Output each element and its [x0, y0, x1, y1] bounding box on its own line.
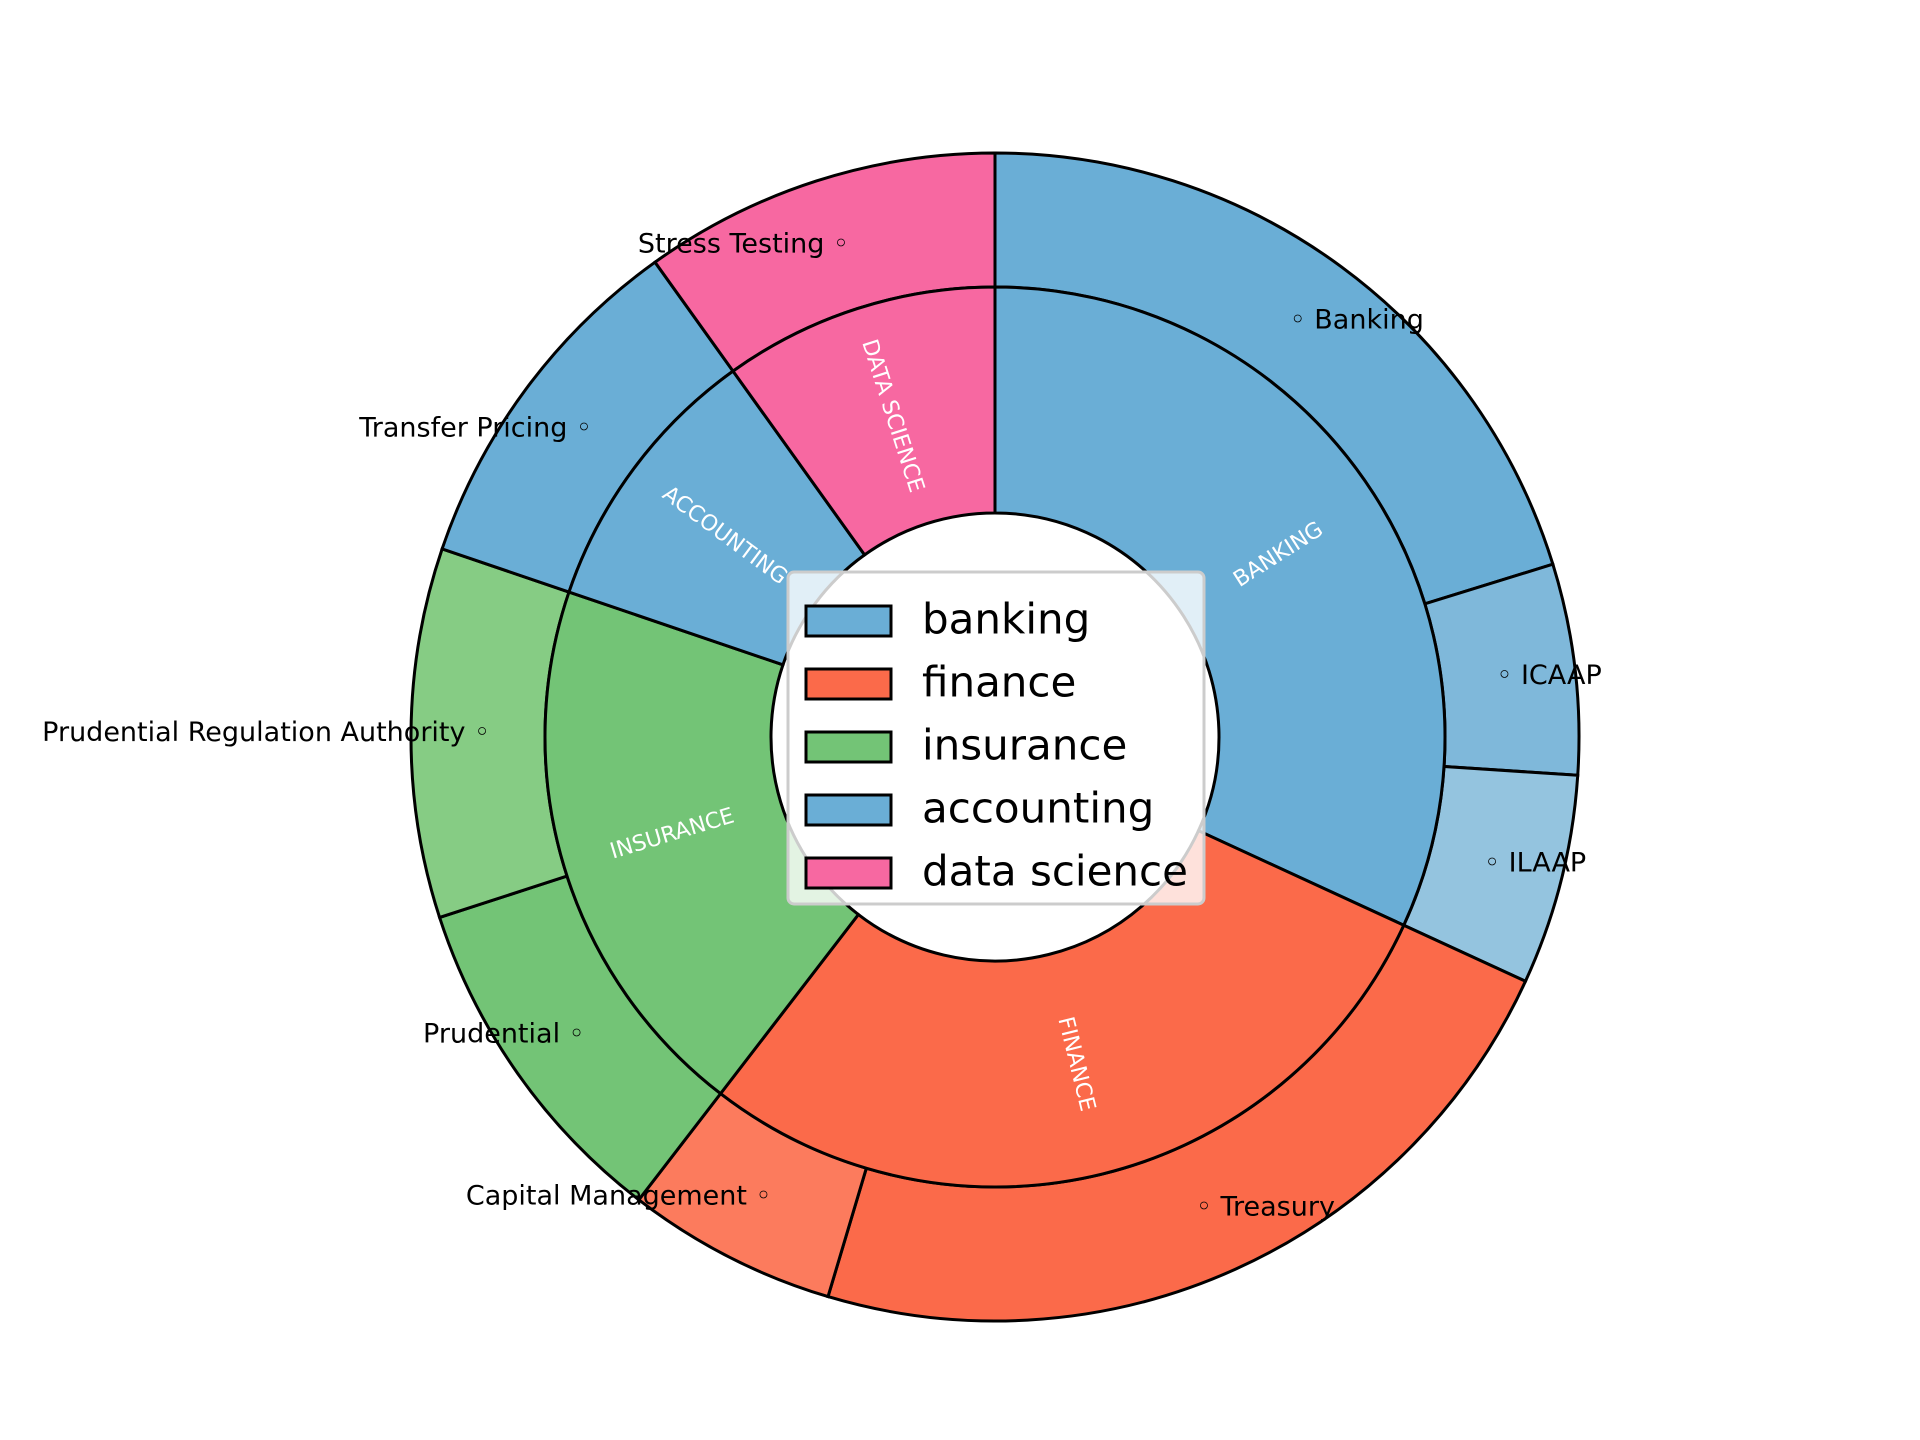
outer-label-banking: ◦ Banking	[1290, 304, 1424, 335]
outer-label-treasury: ◦ Treasury	[1196, 1192, 1335, 1223]
inner-wedge-finance	[718, 828, 1406, 1189]
outer-ring	[409, 151, 1581, 1323]
inner-ring	[543, 285, 1447, 1189]
legend: banking finance insurance accounting data sc…	[786, 570, 1206, 906]
legend-swatch-insurance	[804, 730, 893, 764]
outer-label-capital-management: Capital Management ◦	[466, 1181, 772, 1212]
legend-swatch-banking	[804, 604, 893, 638]
legend-label-data-science: data science	[922, 847, 1188, 896]
outer-label-stress-testing: Stress Testing ◦	[638, 228, 849, 259]
outer-label-prudential: Prudential ◦	[423, 1019, 585, 1050]
outer-label-prudential-regulation-authority: Prudential Regulation Authority ◦	[42, 717, 490, 748]
legend-swatch-accounting	[804, 793, 893, 827]
legend-label-finance: finance	[922, 658, 1076, 707]
legend-swatch-data-science	[804, 856, 893, 890]
legend-label-insurance: insurance	[922, 721, 1127, 770]
outer-label-transfer-pricing: Transfer Pricing ◦	[358, 412, 592, 443]
outer-label-icaap: ◦ ICAAP	[1496, 660, 1601, 691]
legend-label-banking: banking	[922, 595, 1090, 644]
legend-swatch-finance	[804, 667, 893, 701]
outer-label-ilaap: ◦ ILAAP	[1484, 848, 1586, 879]
outer-ring-labels: ◦ Banking ◦ ICAAP ◦ ILAAP ◦ Treasury Capital…	[42, 228, 1602, 1222]
legend-label-accounting: accounting	[922, 784, 1154, 833]
inner-wedge-data-science	[730, 285, 997, 557]
